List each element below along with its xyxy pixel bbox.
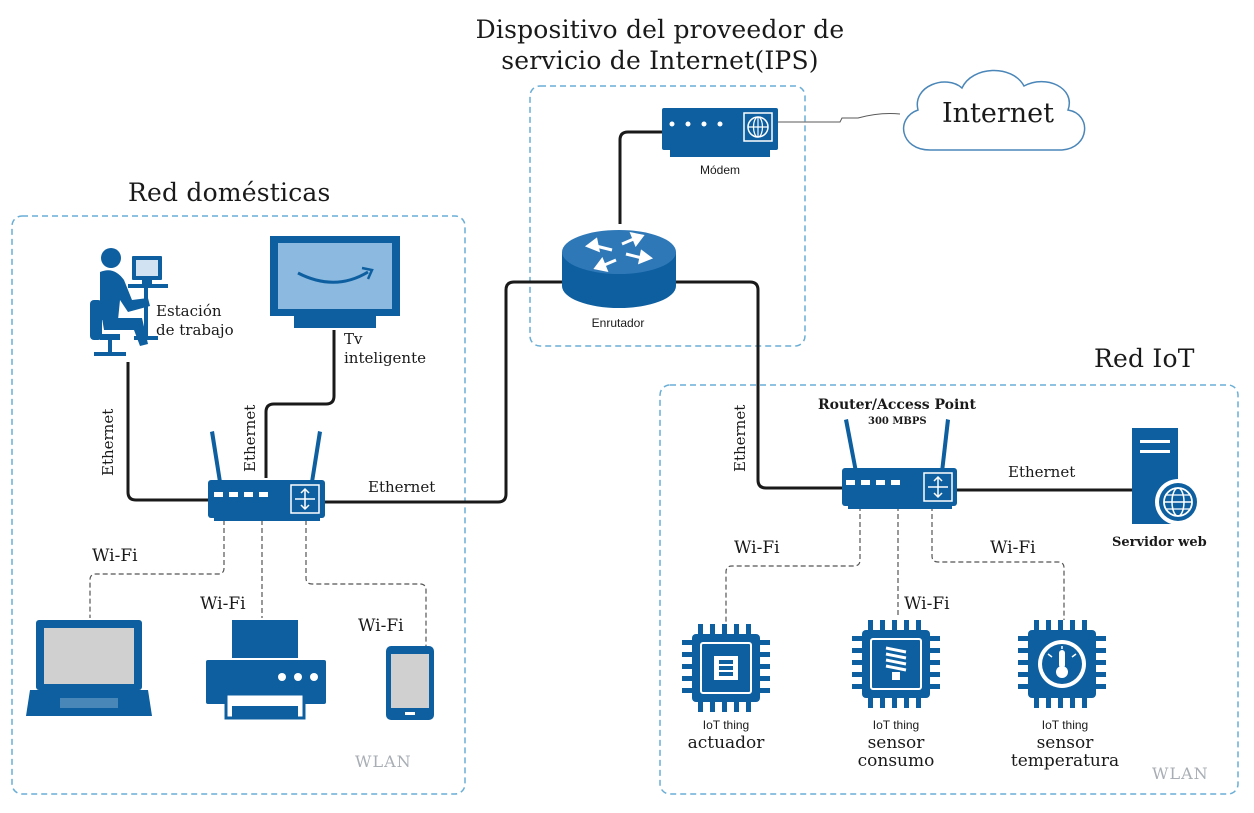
printer-icon (206, 620, 326, 720)
wifi-label-temperature: Wi-Fi (990, 538, 1036, 558)
wifi-links (89, 506, 1065, 646)
smart-tv-label-line1: Tv (344, 330, 363, 348)
iot-wlan-label: WLAN (1152, 764, 1209, 783)
smart-tv-icon (270, 236, 400, 328)
iot-temperature-chip-icon (1018, 620, 1106, 708)
iot-network-title: Red IoT (1094, 344, 1195, 373)
workstation-label: Estación de trabajo (156, 302, 234, 340)
iot-consumption-chip-icon (852, 620, 940, 708)
wifi-label-printer: Wi-Fi (200, 594, 246, 614)
isp-title-line2: servicio de Internet(IPS) (501, 46, 819, 75)
modem-label: Módem (699, 163, 740, 177)
smart-tv-label-line2: inteligente (344, 349, 427, 367)
modem-icon (662, 108, 778, 157)
iot-thing-tag: IoT thing (872, 718, 920, 732)
iot-thing-temperature-label: IoT thing sensor temperatura (1010, 716, 1120, 770)
ethernet-cables (126, 130, 1132, 504)
web-server-label: Servidor web (1112, 535, 1207, 550)
home-wlan-label: WLAN (355, 752, 412, 771)
ethernet-label-tv: Ethernet (241, 404, 259, 472)
iot-thing-tag: IoT thing (1041, 718, 1089, 732)
workstation-label-line1: Estación (156, 302, 222, 320)
isp-section-title: Dispositivo del proveedor de servicio de… (470, 14, 850, 76)
iot-thing-name: sensor (867, 733, 925, 753)
workstation-icon (90, 248, 168, 356)
ethernet-label-home-uplink: Ethernet (368, 478, 436, 496)
laptop-icon (26, 620, 152, 716)
iot-thing-name-line2: temperatura (1010, 751, 1120, 771)
iot-thing-consumption-label: IoT thing sensor consumo (846, 716, 946, 770)
router-label: Enrutador (591, 316, 645, 330)
wifi-label-laptop: Wi-Fi (92, 546, 138, 566)
iot-thing-name: sensor (1036, 733, 1094, 753)
web-server-icon (1132, 428, 1201, 525)
wifi-label-tablet: Wi-Fi (358, 616, 404, 636)
access-point-label: Router/Access Point (818, 397, 976, 413)
iot-thing-tag: IoT thing (702, 718, 750, 732)
access-point-speed: 300 MBPS (868, 416, 927, 427)
iot-actuator-chip-icon (682, 624, 770, 712)
wifi-label-actuator: Wi-Fi (734, 538, 780, 558)
iot-thing-name-line2: consumo (857, 751, 935, 771)
iot-thing-name: actuador (687, 733, 765, 753)
router-icon (562, 230, 676, 308)
home-router-icon (208, 431, 325, 521)
iot-thing-actuator-label: IoT thing actuador (676, 716, 776, 752)
isp-title-line1: Dispositivo del proveedor de (475, 15, 845, 44)
wifi-label-consumption: Wi-Fi (904, 594, 950, 614)
modem-internet-link (778, 113, 901, 123)
tablet-icon (386, 646, 434, 720)
ethernet-label-iot-uplink: Ethernet (731, 404, 749, 472)
home-network-title: Red domésticas (128, 178, 331, 207)
ethernet-label-server: Ethernet (1008, 463, 1076, 481)
cloud-icon (902, 69, 1086, 151)
iot-access-point-icon (842, 419, 957, 509)
isp-zone (529, 85, 806, 347)
ethernet-label-workstation: Ethernet (99, 408, 117, 476)
internet-label: Internet (942, 98, 1055, 129)
workstation-label-line2: de trabajo (156, 321, 234, 339)
smart-tv-label: Tv inteligente (344, 330, 426, 368)
